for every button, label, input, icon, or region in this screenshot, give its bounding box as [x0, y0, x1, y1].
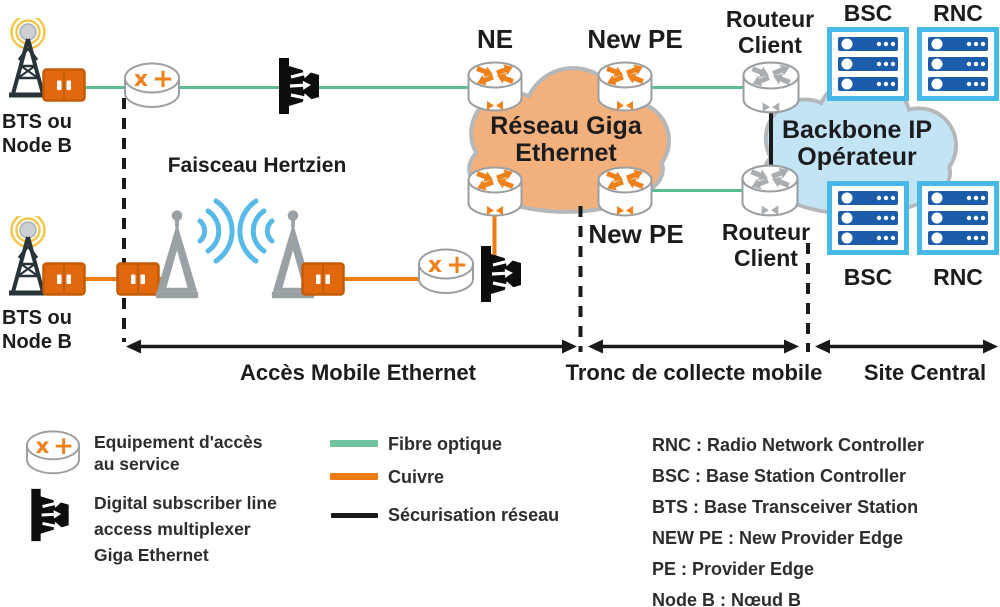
zone-acces-mobile-label: Accès Mobile Ethernet	[240, 360, 476, 385]
rnc-rack-top	[917, 27, 999, 101]
access-cabinet-icon-4	[301, 262, 345, 296]
bsc-top-label: BSC	[843, 0, 893, 26]
new-pe-bottom-label: New PE	[588, 219, 684, 249]
rnc-bottom-label: RNC	[933, 264, 983, 290]
securisation-label: Sécurisation réseau	[388, 505, 560, 525]
abbr-node-b: Node B : Nœud B	[652, 590, 801, 607]
fibre-optique-label: Fibre optique	[388, 434, 502, 454]
new-pe-bottom-router-icon	[596, 166, 654, 219]
legend-dslam-icon	[31, 488, 69, 542]
dslam-icon	[276, 56, 322, 116]
legend-access-equipment-icon	[26, 430, 80, 475]
abbr-pe: PE : Provider Edge	[652, 559, 815, 579]
zone-site-central-label: Site Central	[863, 360, 987, 385]
rnc-rack-bottom	[917, 181, 999, 255]
zone-separators	[122, 98, 810, 352]
access-cabinet-icon-2	[42, 262, 86, 296]
faisceau-hertzien-label: Faisceau Hertzien	[167, 154, 347, 177]
bsc-rack-bottom	[827, 181, 909, 255]
ne-label: NE	[476, 24, 514, 54]
new-pe-top-label: New PE	[587, 24, 683, 54]
access-equipment-icon	[122, 60, 182, 114]
rnc-top-label: RNC	[933, 0, 983, 26]
securisation-swatch	[331, 513, 378, 518]
cuivre-swatch	[330, 473, 378, 480]
abbr-bts: BTS : Base Transceiver Station	[652, 497, 919, 517]
cuivre-label: Cuivre	[388, 467, 445, 487]
dslam-icon-2	[478, 244, 524, 304]
bsc-rack-top	[827, 27, 909, 101]
abbr-bsc: BSC : Base Station Controller	[652, 466, 907, 486]
bsc-bottom-label: BSC	[843, 264, 893, 290]
routeur-client-bottom-icon	[741, 164, 799, 217]
giga-router-icon	[466, 166, 524, 219]
abbr-new-pe: NEW PE : New Provider Edge	[652, 528, 904, 548]
routeur-client-top-icon	[742, 61, 800, 114]
fibre-optique-swatch	[330, 440, 378, 447]
zone-tronc-collecte-label: Tronc de collecte mobile	[565, 360, 823, 385]
access-cabinet-icon	[42, 68, 86, 102]
ne-router-icon	[466, 61, 524, 114]
zone-arrows	[126, 339, 998, 354]
abbreviation-list: RNC : Radio Network Controller BSC : Bas…	[652, 430, 924, 607]
abbr-rnc: RNC : Radio Network Controller	[652, 435, 925, 455]
wireless-waves-icon	[192, 194, 280, 266]
access-equipment-icon-2	[416, 246, 476, 300]
new-pe-top-router-icon	[596, 61, 654, 114]
